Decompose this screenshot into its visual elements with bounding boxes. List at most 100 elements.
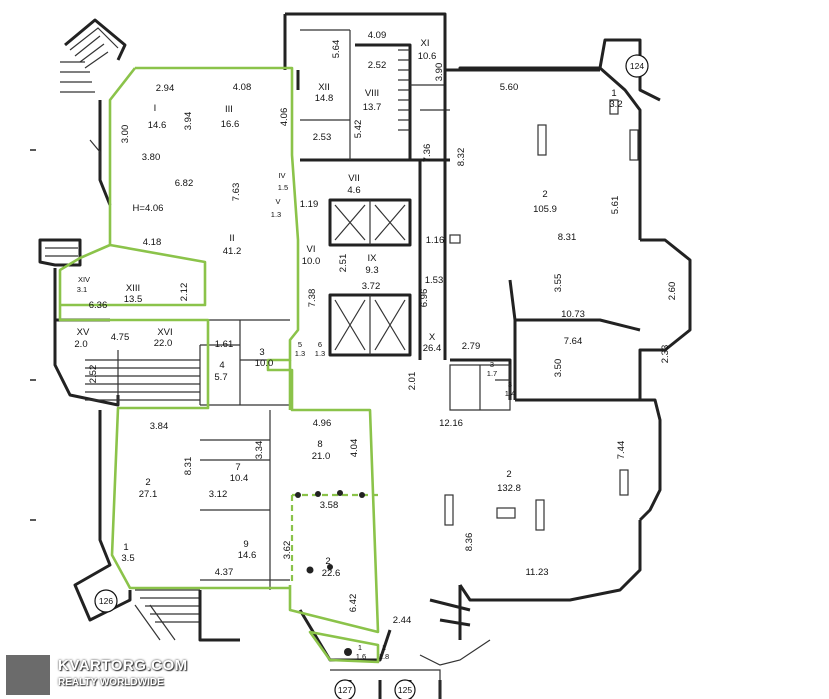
- room-area: 41.2: [223, 246, 242, 257]
- room-area: 27.1: [139, 489, 158, 500]
- room-id: 1: [123, 542, 128, 553]
- dimension: 2.44: [393, 615, 412, 626]
- dimension: 4.06: [279, 108, 290, 127]
- room-area: 4.6: [347, 185, 360, 196]
- dimension: 8.36: [464, 533, 475, 552]
- room-area: 1.5: [278, 183, 288, 192]
- dimension: 4.18: [143, 237, 162, 248]
- dimension: 3.50: [553, 359, 564, 378]
- dimension: 6.36: [89, 300, 108, 311]
- room-id: II: [229, 233, 234, 244]
- room-id: V: [275, 197, 280, 206]
- room-id: 3: [508, 380, 512, 389]
- dimension: 2.79: [462, 341, 481, 352]
- room-id: 9: [243, 539, 248, 550]
- dimension: 2.33: [660, 345, 671, 364]
- room-area: 1.8: [379, 652, 389, 661]
- room-id: 2: [506, 469, 511, 480]
- room-id: 1: [382, 643, 386, 652]
- dimension: 2.52: [88, 365, 99, 384]
- dimension: 2.53: [313, 132, 332, 143]
- dimension: 8.32: [456, 148, 467, 167]
- room-area: 1.7: [487, 369, 497, 378]
- room-labels: I 14.6 III 16.6 XII 14.8 VIII 13.7 XI 10…: [74, 38, 622, 661]
- dimension: 2.51: [338, 254, 349, 273]
- dimension: H=4.06: [133, 203, 164, 214]
- room-area: 22.6: [322, 568, 341, 579]
- room-id: 6: [318, 340, 322, 349]
- dimension: 5.64: [331, 40, 342, 59]
- dimension-labels: 4.09 5.64 3.90 2.94 4.08 2.52 5.60 3.00 …: [88, 30, 678, 626]
- room-area: 1.3: [315, 349, 325, 358]
- room-id: I: [154, 103, 157, 114]
- dimension: 3.90: [434, 63, 445, 82]
- room-id: XVI: [157, 327, 172, 338]
- svg-text:125: 125: [398, 685, 412, 695]
- dimension: 7.63: [231, 183, 242, 202]
- room-id: 4: [219, 360, 224, 371]
- room-area: 9.3: [365, 265, 378, 276]
- highlighted-unit-outline: [58, 66, 380, 664]
- dimension: 3.94: [183, 112, 194, 131]
- dimension: 2.52: [368, 60, 387, 71]
- room-id: XV: [77, 327, 90, 338]
- room-id: XI: [421, 38, 430, 49]
- dimension: 4.75: [111, 332, 130, 343]
- dimension: 10.73: [561, 309, 585, 320]
- room-area: 5.7: [214, 372, 227, 383]
- watermark: KVARTORG.COM REALTY WORLDWIDE: [6, 655, 196, 695]
- dimension: 3.58: [320, 500, 339, 511]
- room-area: 10.6: [418, 51, 437, 62]
- room-id: III: [225, 104, 233, 115]
- room-id: IX: [368, 253, 378, 264]
- room-area: 13.5: [124, 294, 143, 305]
- dimension: 6.82: [175, 178, 194, 189]
- dimension: 4.08: [233, 82, 252, 93]
- room-id: VIII: [365, 88, 379, 99]
- dimension: 6.42: [348, 594, 359, 613]
- dimension: 8.31: [183, 457, 194, 476]
- dimension: 3.80: [142, 152, 161, 163]
- room-id: 3: [490, 360, 494, 369]
- room-area: 13.7: [363, 102, 382, 113]
- watermark-tagline: REALTY WORLDWIDE: [58, 677, 164, 688]
- room-area: 16.6: [221, 119, 240, 130]
- dimension: 4.37: [215, 567, 234, 578]
- room-id: 1: [358, 643, 362, 652]
- watermark-brand: KVARTORG.COM: [58, 657, 188, 674]
- room-area: 26.4: [423, 343, 442, 354]
- dimension: 6.96: [419, 289, 430, 308]
- room-area: 1.3: [271, 210, 281, 219]
- room-area: 3.1: [77, 285, 87, 294]
- room-area: 105.9: [533, 204, 557, 215]
- room-id: 1: [611, 88, 616, 99]
- dimension: 4.04: [349, 439, 360, 458]
- room-area: 22.0: [154, 338, 173, 349]
- dimension: 4.96: [313, 418, 332, 429]
- room-id: IV: [278, 171, 285, 180]
- room-area: 1.6: [356, 652, 366, 661]
- dimension: 2.12: [179, 283, 190, 302]
- room-id: 8: [317, 439, 322, 450]
- room-id: VI: [307, 244, 316, 255]
- marker-127: 127: [334, 679, 356, 699]
- dimension: 3.00: [120, 125, 131, 144]
- dimension: 5.60: [500, 82, 519, 93]
- room-id: 2: [145, 477, 150, 488]
- room-id: XII: [318, 82, 330, 93]
- room-id: XIII: [126, 283, 140, 294]
- dimension: 1.61: [215, 339, 234, 350]
- dimension: 1.53: [425, 275, 444, 286]
- dimension: 2.60: [667, 282, 678, 301]
- room-id: 2: [325, 556, 330, 567]
- room-id: 7: [235, 462, 240, 473]
- room-area: 2.0: [74, 339, 87, 350]
- dimension: 3.34: [254, 441, 265, 460]
- marker-125: 125: [394, 679, 416, 699]
- dimension: 7.44: [616, 441, 627, 460]
- dimension: 3.12: [209, 489, 228, 500]
- dimension: 12.16: [439, 418, 463, 429]
- dimension: 2.01: [407, 372, 418, 391]
- room-area: 10.0: [302, 256, 321, 267]
- dimension: 5.61: [610, 196, 621, 215]
